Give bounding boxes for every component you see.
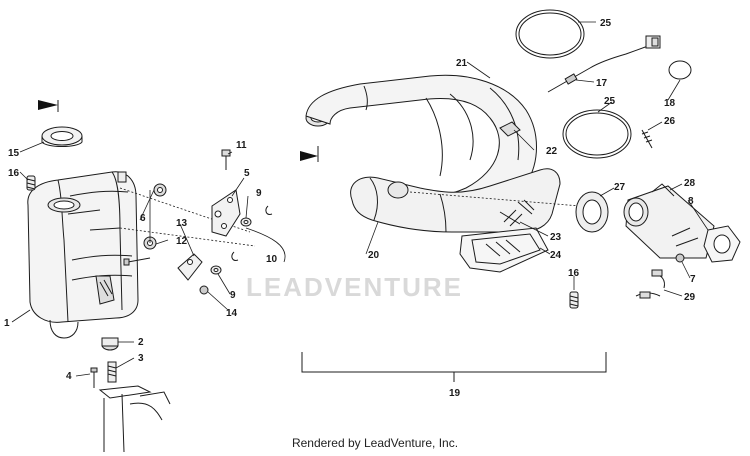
spring-16-left (26, 175, 36, 191)
callout-25-lower: 25 (604, 96, 616, 107)
spring-26 (641, 129, 653, 149)
clamp-25-lower (562, 109, 632, 159)
callout-9-upper: 9 (256, 188, 262, 199)
callout-13: 13 (176, 218, 188, 229)
silencer-muffler (27, 171, 139, 339)
clamp-25-upper (515, 9, 585, 59)
assembly-bracket-19 (301, 352, 607, 382)
callout-4: 4 (66, 371, 72, 382)
callout-26: 26 (664, 116, 676, 127)
callout-11: 11 (236, 140, 247, 151)
bracket-13 (177, 253, 203, 281)
stud-3 (107, 361, 117, 383)
gasket-27 (575, 191, 609, 233)
callout-8: 8 (688, 196, 694, 207)
nut-14 (199, 285, 209, 295)
callout-25-upper: 25 (600, 18, 612, 29)
callout-2: 2 (138, 337, 144, 348)
flange-gasket-8 (703, 225, 741, 263)
bolt-4 (90, 367, 98, 388)
callout-15: 15 (8, 148, 20, 159)
ring-18 (668, 60, 692, 80)
leader-lines (11, 21, 709, 377)
label-plate-22 (499, 121, 521, 137)
callout-27: 27 (614, 182, 626, 193)
washer-9-lower (210, 265, 222, 275)
cotter-pin-10 (231, 205, 273, 261)
callout-20: 20 (368, 250, 380, 261)
bushing-6-upper (153, 183, 167, 197)
callout-24: 24 (550, 250, 562, 261)
callout-18: 18 (664, 98, 676, 109)
pipe-hatch-23 (499, 209, 523, 227)
bracket-5 (211, 189, 241, 237)
callout-22: 22 (546, 146, 558, 157)
watermark-text: LEADVENTURE (246, 272, 463, 302)
callout-17: 17 (596, 78, 608, 89)
callout-21: 21 (456, 58, 468, 69)
callout-10: 10 (266, 254, 278, 265)
callout-5: 5 (244, 168, 250, 179)
spring-16-right (569, 291, 579, 309)
callout-3: 3 (138, 353, 144, 364)
callout-16-left: 16 (8, 168, 20, 179)
callout-28: 28 (684, 178, 696, 189)
callout-23: 23 (550, 232, 562, 243)
callout-6: 6 (140, 213, 146, 224)
bolt-11 (221, 149, 231, 170)
nut-7 (675, 253, 685, 263)
manifold-28 (623, 183, 715, 259)
grommet-15 (41, 126, 83, 147)
footer-credit: Rendered by LeadVenture, Inc. (291, 436, 459, 450)
callout-labels: 15 16 1 2 3 4 5 6 7 8 9 9 10 11 12 13 14… (4, 18, 696, 399)
callout-29: 29 (684, 292, 696, 303)
callout-1: 1 (4, 318, 10, 329)
frame-rail (98, 385, 171, 453)
heat-shield-24 (459, 227, 549, 273)
washer-9-upper (240, 217, 252, 227)
grommet-2 (101, 337, 119, 351)
springs-29 (635, 269, 665, 299)
callout-12: 12 (176, 236, 188, 247)
callout-16-right: 16 (568, 268, 580, 279)
front-arrow-left (38, 100, 59, 112)
front-arrow-right (300, 146, 319, 162)
bolt-12 (123, 257, 151, 266)
expansion-chamber-21 (305, 74, 581, 233)
sensor-17 (547, 35, 661, 93)
callout-7: 7 (690, 274, 696, 285)
callout-19: 19 (449, 388, 461, 399)
callout-9-lower: 9 (230, 290, 236, 301)
callout-14: 14 (226, 308, 238, 319)
